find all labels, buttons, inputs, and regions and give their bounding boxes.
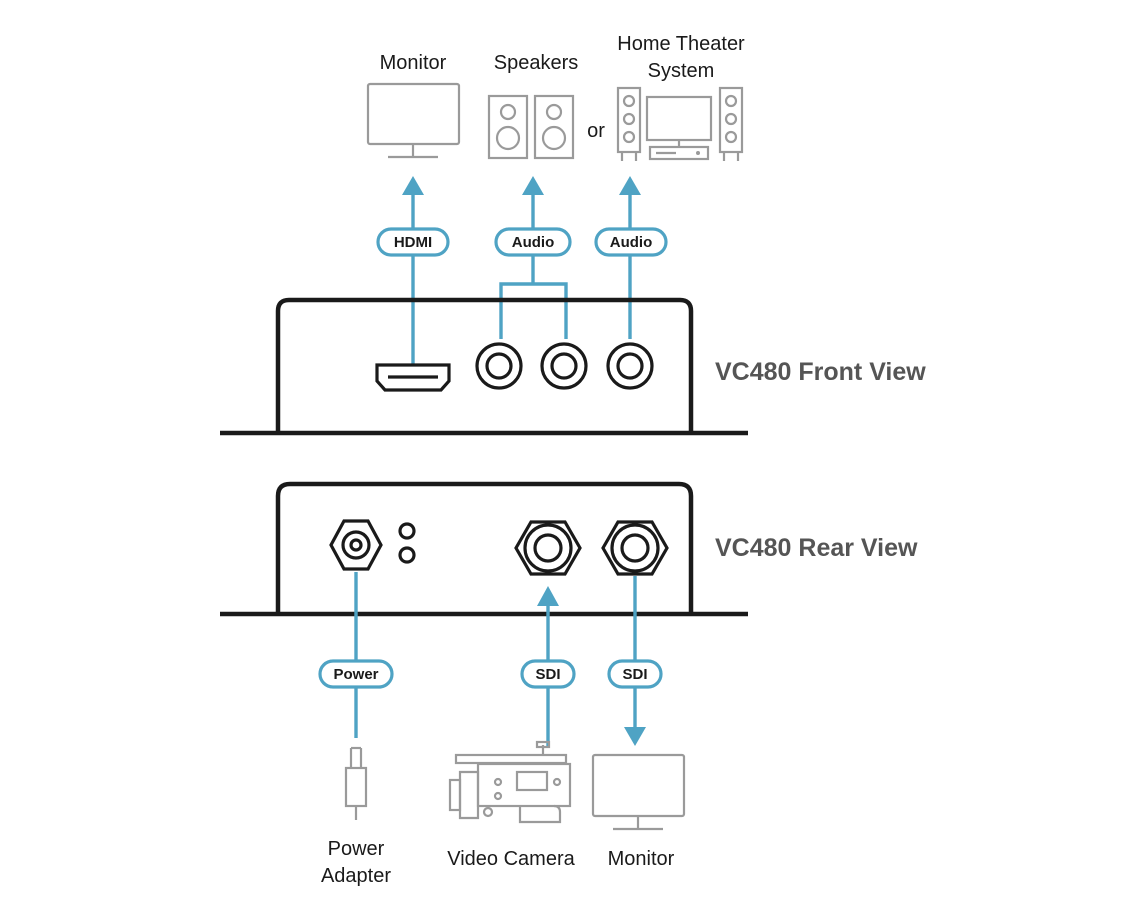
- front-monitor-label: Monitor: [380, 52, 447, 74]
- audio-cable-label-left: Audio: [494, 227, 572, 257]
- monitor-icon: [366, 82, 461, 159]
- power-cable-label: Power: [318, 659, 394, 689]
- speaker-icon: [487, 94, 575, 160]
- sdi-input-text: SDI: [535, 666, 560, 683]
- monitor-icon: [591, 753, 686, 831]
- or-label: or: [587, 120, 605, 142]
- front-view-title: VC480 Front View: [715, 358, 926, 386]
- hdmi-cable-text: HDMI: [394, 234, 432, 251]
- video-camera-icon: [448, 740, 572, 824]
- power-adapter-label-line1: Power: [328, 838, 385, 860]
- hdmi-cable-label: HDMI: [376, 227, 450, 257]
- hdmi-port-icon: [375, 363, 451, 392]
- power-adapter-label-line2: Adapter: [321, 865, 391, 887]
- rear-unit: [220, 481, 748, 617]
- home-theater-label-line1: Home Theater: [617, 33, 745, 55]
- sdi-input-label: SDI: [520, 659, 576, 689]
- power-port-icon: [329, 519, 383, 571]
- rear-view-title: VC480 Rear View: [715, 534, 918, 562]
- video-camera-label: Video Camera: [447, 848, 575, 870]
- home-theater-icon: [616, 86, 744, 161]
- sdi-output-label: SDI: [607, 659, 663, 689]
- audio-cable-label-right: Audio: [594, 227, 668, 257]
- power-plug-icon: [344, 746, 368, 820]
- speaker-audio-cable: [499, 176, 568, 339]
- power-cable-text: Power: [333, 666, 378, 683]
- home-theater-label-line2: System: [648, 60, 715, 82]
- audio-cable-text-left: Audio: [512, 234, 555, 251]
- rca-port-icon: [606, 342, 654, 390]
- speakers-label: Speakers: [494, 52, 579, 74]
- sdi-output-cable: [624, 576, 646, 746]
- sdi-output-text: SDI: [622, 666, 647, 683]
- led-indicator: [398, 522, 416, 564]
- home-theater-audio-cable: [619, 176, 641, 339]
- audio-cable-text-right: Audio: [610, 234, 653, 251]
- hdmi-cable: [402, 176, 424, 364]
- bnc-port-icon: [601, 520, 669, 576]
- rca-port-icon: [540, 342, 588, 390]
- rca-port-icon: [475, 342, 523, 390]
- bnc-port-icon: [514, 520, 582, 576]
- front-unit: [220, 297, 748, 436]
- rear-monitor-label: Monitor: [608, 848, 675, 870]
